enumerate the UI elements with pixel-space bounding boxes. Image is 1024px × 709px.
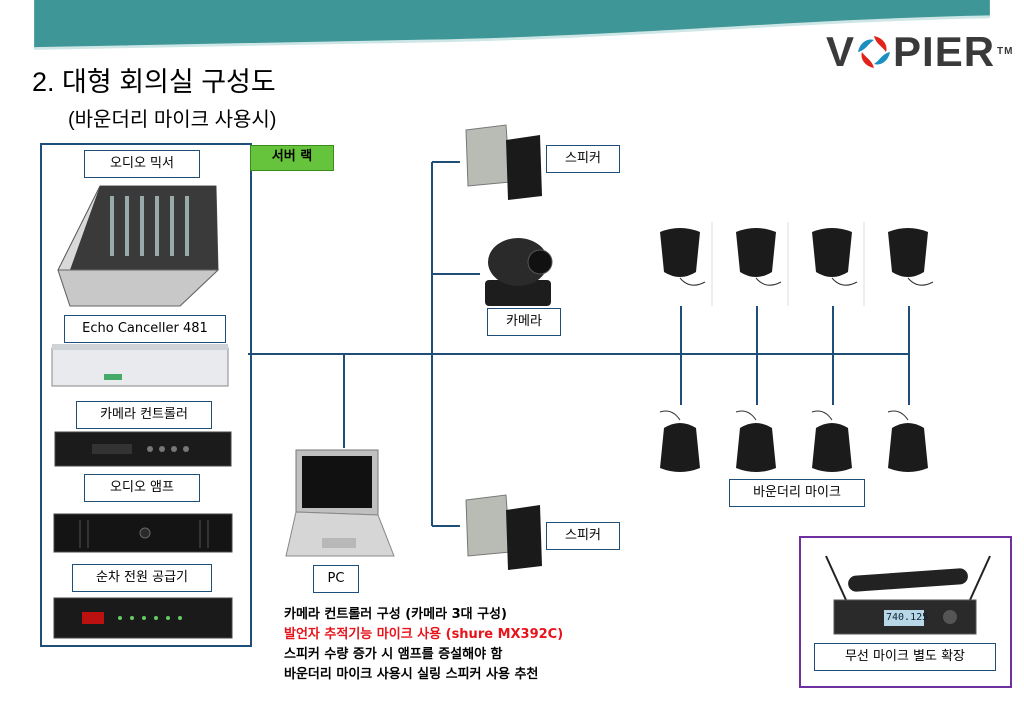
page-title: 2. 대형 회의실 구성도 bbox=[32, 67, 276, 97]
camera-label: 카메라 bbox=[487, 308, 561, 336]
boundary-mic-row-bottom bbox=[659, 410, 928, 472]
boundary-mic-row-top bbox=[636, 222, 956, 306]
audio-mixer-label: 오디오 믹서 bbox=[84, 150, 200, 178]
audio-mixer-image bbox=[57, 185, 220, 307]
ptz-camera-image bbox=[485, 238, 553, 306]
camera-controller-label: 카메라 컨트롤러 bbox=[76, 401, 212, 429]
audio-amp-image bbox=[53, 513, 233, 553]
speaker-bottom-label: 스피커 bbox=[546, 522, 620, 550]
boundary-mic-label: 바운더리 마이크 bbox=[729, 479, 865, 507]
note-line: 카메라 컨트롤러 구성 (카메라 3대 구성) bbox=[284, 607, 507, 622]
speaker-bottom-image bbox=[465, 494, 542, 570]
speaker-top-image bbox=[465, 124, 542, 200]
wireless-mic-frame bbox=[799, 536, 1012, 688]
pc-laptop-image bbox=[285, 449, 395, 557]
server-rack-frame bbox=[40, 143, 252, 647]
note-line: 바운더리 마이크 사용시 실링 스피커 사용 추천 bbox=[284, 667, 539, 682]
header-band bbox=[34, 0, 990, 50]
page-subtitle: (바운더리 마이크 사용시) bbox=[68, 109, 277, 131]
camera-controller-image bbox=[54, 431, 232, 467]
note-line: 스피커 수량 증가 시 앰프를 증설해야 함 bbox=[284, 647, 503, 662]
echo-canceller-image bbox=[51, 344, 229, 387]
logo-swirl-icon bbox=[856, 34, 892, 70]
power-sequencer-image bbox=[53, 597, 233, 639]
server-rack-badge: 서버 랙 bbox=[250, 145, 334, 171]
pc-label: PC bbox=[313, 565, 359, 593]
note-line-highlight: 발언자 추적기능 마이크 사용 (shure MX392C) bbox=[284, 627, 564, 642]
speaker-top-label: 스피커 bbox=[546, 145, 620, 173]
wireless-mic-label: 무선 마이크 별도 확장 bbox=[814, 643, 996, 671]
power-sequencer-label: 순차 전원 공급기 bbox=[72, 564, 212, 592]
wireless-mic-image bbox=[825, 555, 991, 635]
audio-amp-label: 오디오 앰프 bbox=[84, 474, 200, 502]
echo-canceller-label: Echo Canceller 481 bbox=[64, 315, 226, 343]
wireless-receiver-display: 740.125 bbox=[886, 612, 929, 623]
